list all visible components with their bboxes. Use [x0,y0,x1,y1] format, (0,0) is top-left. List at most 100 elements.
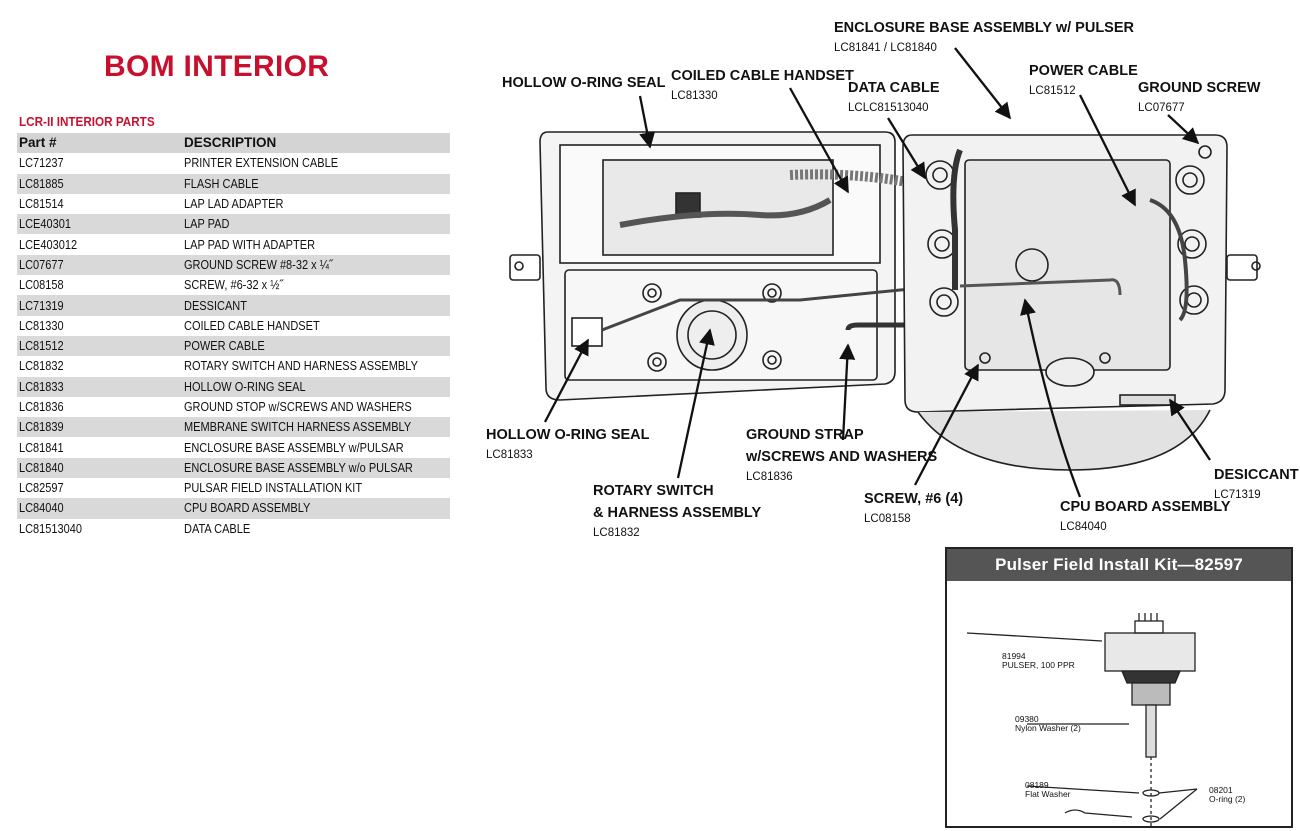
callout-screw6-label: SCREW, #6 (4) [864,491,963,507]
leader-screw6 [913,363,980,486]
parts-subtitle: LCR-II INTERIOR PARTS [19,114,155,129]
part-number-text: LC82597 [19,481,64,496]
column-header-part: Part # [17,133,182,154]
description-text: DATA CABLE [184,521,251,536]
leader-desiccant [1169,398,1211,461]
part-number-cell: LC81840 [17,457,182,479]
kit-part-3-code: 08189 [1025,780,1049,790]
description-cell: SCREW, #6-32 x ½˝ [182,275,450,295]
callout-hollow-top-label: HOLLOW O-RING SEAL [502,75,666,91]
kit-part-2-code: 09380 [1015,714,1039,724]
kit-part-2-name: Nylon Washer (2) [1015,723,1081,733]
description-cell: GROUND SCREW #8-32 x ¼˝ [182,254,450,276]
callout-power-cable-label: POWER CABLE [1029,63,1138,79]
part-number-cell: LC81833 [17,376,182,397]
callout-coiled-label: COILED CABLE HANDSET [671,68,854,84]
part-number-text: LC84040 [19,501,64,516]
description-text: CPU BOARD ASSEMBLY [184,501,311,516]
part-number-cell: LCE40301 [17,214,182,235]
part-number-cell: LC07677 [17,254,182,276]
callout-data-cable-label: DATA CABLE [848,80,940,96]
callout-hollow-bottom-code: LC81833 [486,449,533,461]
kit-part-3-name: Flat Washer [1025,789,1071,799]
part-number-cell: LC81836 [17,397,182,417]
callout-enclosure-label: ENCLOSURE BASE ASSEMBLY w/ PULSER [834,20,1135,36]
part-number-cell: LC08158 [17,275,182,295]
description-cell: DESSICANT [182,295,450,316]
kit-part-1-code: 81994 [1002,651,1026,661]
description-text: LAP PAD [184,217,230,232]
table-header-row: Part # DESCRIPTION [17,133,450,154]
leader-rotary [676,328,715,479]
part-number-text: LC71237 [19,156,64,171]
callout-rotary-label-1: ROTARY SWITCH [593,483,714,499]
part-number-text: LC81885 [19,176,64,191]
description-text: ENCLOSURE BASE ASSEMBLY w/PULSAR [184,440,404,455]
callout-ground-strap-code: LC81836 [746,471,793,483]
page-title: BOM INTERIOR [104,50,330,83]
description-text: HOLLOW O-RING SEAL [184,379,306,394]
description-text: COILED CABLE HANDSET [184,318,320,333]
description-cell: COILED CABLE HANDSET [182,316,450,336]
part-number-cell: LC71319 [17,295,182,316]
description-cell: HOLLOW O-RING SEAL [182,376,450,397]
leader-coiled [788,87,850,194]
callout-cpu-label: CPU BOARD ASSEMBLY [1060,499,1231,515]
table-row: LC81832 ROTARY SWITCH AND HARNESS ASSEMBL… [17,356,450,376]
description-cell: FLASH CABLE [182,173,450,194]
callout-desiccant-code: LC71319 [1214,489,1261,501]
enclosure-base-drawing [902,134,1261,471]
description-cell: ROTARY SWITCH AND HARNESS ASSEMBLY [182,356,450,376]
description-text: FLASH CABLE [184,176,259,191]
part-number-cell: LCE403012 [17,234,182,254]
callout-ground-screw-label: GROUND SCREW [1138,80,1261,96]
part-number-text: LC81841 [19,440,64,455]
callout-rotary-label-2: & HARNESS ASSEMBLY [593,505,761,521]
part-number-text: LC71319 [19,298,64,313]
part-number-text: LC81840 [19,460,64,475]
part-number-text: LC07677 [19,257,64,272]
callout-desiccant-label: DESICCANT [1214,467,1299,483]
part-number-cell: LC81514 [17,194,182,214]
callout-screw6-code: LC08158 [864,513,911,525]
kit-part-4-name: O-ring (2) [1209,794,1246,804]
part-number-cell: LC81885 [17,173,182,194]
leader-ground-strap [839,343,856,441]
description-cell: MEMBRANE SWITCH HARNESS ASSEMBLY [182,417,450,438]
table-row: LC81841 ENCLOSURE BASE ASSEMBLY w/PULSAR [17,437,450,457]
leader-data-cable [887,117,926,180]
part-number-cell: LC81513040 [17,519,182,539]
description-cell: GROUND STOP w/SCREWS AND WASHERS [182,397,450,417]
kit-part-1-name: PULSER, 100 PPR [1002,660,1075,670]
callout-data-cable-code: LCLC81513040 [848,102,929,114]
column-header-description: DESCRIPTION [182,133,450,154]
part-number-cell: LC71237 [17,153,182,173]
table-row: LCE403012 LAP PAD WITH ADAPTER [17,234,450,254]
part-number-cell: LC84040 [17,498,182,519]
part-number-cell: LC81839 [17,417,182,438]
description-text: LAP LAD ADAPTER [184,197,284,212]
description-cell: LAP PAD WITH ADAPTER [182,234,450,254]
part-number-cell: LC81512 [17,335,182,357]
part-number-text: LC81832 [19,359,64,374]
description-text: SCREW, #6-32 x ½˝ [184,278,284,293]
description-text: ROTARY SWITCH AND HARNESS ASSEMBLY [184,359,418,374]
part-number-cell: LC81832 [17,356,182,376]
description-cell: ENCLOSURE BASE ASSEMBLY w/PULSAR [182,437,450,457]
description-cell: LAP LAD ADAPTER [182,194,450,214]
table-row: LC84040 CPU BOARD ASSEMBLY [17,498,450,519]
part-number-text: LCE403012 [19,237,78,252]
part-number-cell: LC82597 [17,478,182,498]
part-number-text: LC81513040 [19,521,83,536]
description-cell: CPU BOARD ASSEMBLY [182,498,450,519]
leader-enclosure [954,47,1011,120]
callout-coiled-code: LC81330 [671,90,718,102]
